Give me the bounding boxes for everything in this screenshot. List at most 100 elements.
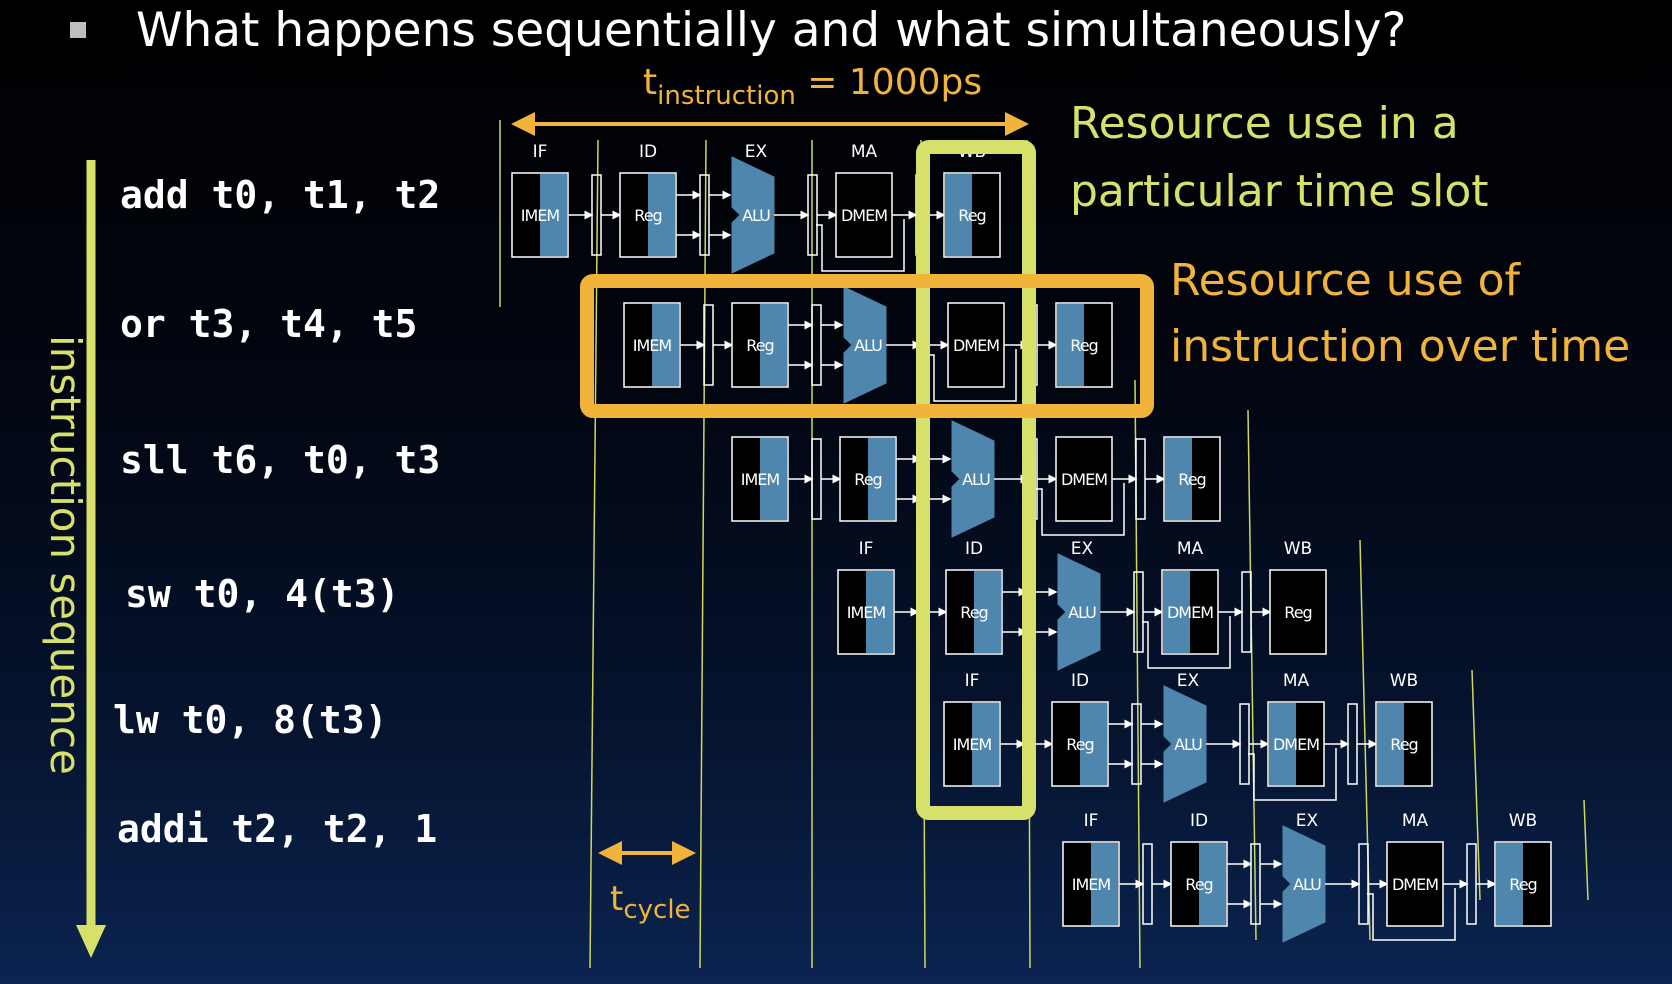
reg-write-box — [1269, 569, 1327, 655]
reg-read-fill — [1199, 843, 1226, 925]
stage-label-wb: WB — [1390, 671, 1418, 691]
alu-shape — [1282, 825, 1326, 943]
imem-label: IMEM — [521, 206, 560, 225]
cycle-grid-line — [1471, 669, 1481, 901]
bypass-wire — [1142, 616, 1231, 669]
stage-label-if: IF — [533, 142, 548, 162]
annotation-time-slot: Resource use in a particular time slot — [1070, 90, 1489, 226]
annotation-time-slot-line1: Resource use in a — [1070, 98, 1459, 149]
alu-shape — [731, 156, 775, 274]
alu-shape — [951, 420, 995, 538]
reg-write-label: Reg — [1390, 735, 1417, 754]
pipeline-register — [811, 304, 822, 386]
t-instruction-symbol: t — [643, 62, 657, 103]
reg-read-label: Reg — [960, 603, 987, 622]
stage-label-wb: WB — [1284, 539, 1312, 559]
annotation-over-time-line1: Resource use of — [1170, 255, 1521, 306]
reg-read-label: Reg — [854, 470, 881, 489]
time-slot-highlight — [916, 140, 1036, 820]
t-cycle-symbol: t — [610, 879, 623, 919]
bypass-wire — [1248, 748, 1337, 801]
dmem-fill — [1269, 703, 1296, 785]
instruction-addi: addi t2, t2, 1 — [117, 807, 438, 851]
imem-label: IMEM — [847, 603, 886, 622]
t-instruction-subscript: instruction — [657, 81, 796, 111]
reg-read-fill — [760, 304, 787, 386]
pipeline-register — [1135, 438, 1146, 520]
dmem-label: DMEM — [1167, 603, 1213, 622]
reg-write-fill — [945, 174, 972, 256]
stage-label-if: IF — [1084, 811, 1099, 831]
stage-label-id: ID — [1190, 811, 1208, 831]
alu-label: ALU — [1174, 735, 1202, 754]
dmem-label: DMEM — [1273, 735, 1319, 754]
stage-label-ma: MA — [1283, 671, 1310, 691]
cycle-grid-line — [1583, 799, 1589, 901]
annotation-time-slot-line2: particular time slot — [1070, 166, 1489, 217]
pipeline-register — [1466, 843, 1477, 925]
imem-label: IMEM — [741, 470, 780, 489]
bypass-wire — [928, 349, 1017, 402]
reg-write-fill — [1496, 843, 1523, 925]
reg-write-fill — [1165, 438, 1192, 520]
stage-label-ma: MA — [1177, 539, 1204, 559]
stage-label-ex: EX — [745, 142, 768, 162]
reg-read-label: Reg — [634, 206, 661, 225]
dmem-fill — [1163, 571, 1190, 653]
pipeline-register — [1131, 703, 1142, 785]
alu-label: ALU — [1293, 875, 1321, 894]
sequence-arrow-head — [76, 925, 106, 958]
alu-shape — [1163, 685, 1207, 803]
t-instruction-label: tinstruction = 1000ps — [643, 62, 982, 111]
reg-read-fill — [1080, 703, 1107, 785]
instruction-sequence-label: instruction sequence — [41, 335, 90, 775]
dmem-label: DMEM — [953, 336, 999, 355]
stage-label-id: ID — [639, 142, 657, 162]
stage-label-ex: EX — [1071, 539, 1094, 559]
title-row: What happens sequentially and what simul… — [70, 0, 1406, 60]
imem-fill — [540, 174, 567, 256]
annotation-over-time: Resource use of instruction over time — [1170, 248, 1630, 380]
alu-shape — [843, 286, 887, 404]
imem-label: IMEM — [1072, 875, 1111, 894]
dmem-label: DMEM — [1392, 875, 1438, 894]
alu-label: ALU — [742, 206, 770, 225]
t-cycle-label: tcycle — [610, 879, 691, 925]
reg-write-label: Reg — [958, 206, 985, 225]
reg-read-label: Reg — [746, 336, 773, 355]
imem-fill — [972, 703, 999, 785]
reg-write-label: Reg — [1070, 336, 1097, 355]
t-cycle-subscript: cycle — [623, 895, 690, 925]
stage-label-ma: MA — [1402, 811, 1429, 831]
instruction-sw: sw t0, 4(t3) — [125, 572, 400, 616]
bypass-wire — [1367, 888, 1456, 941]
instruction-add: add t0, t1, t2 — [120, 173, 441, 217]
reg-read-fill — [974, 571, 1001, 653]
dmem-label: DMEM — [841, 206, 887, 225]
cycle-grid-line — [699, 139, 707, 969]
stage-label-id: ID — [1071, 671, 1089, 691]
reg-read-fill — [648, 174, 675, 256]
reg-write-label: Reg — [1284, 603, 1311, 622]
slide-title: What happens sequentially and what simul… — [136, 2, 1407, 58]
imem-fill — [760, 438, 787, 520]
pipeline-register — [1250, 843, 1261, 925]
imem-label: IMEM — [633, 336, 672, 355]
instruction-sll: sll t6, t0, t3 — [120, 438, 441, 482]
pipeline-register — [1347, 703, 1358, 785]
cycle-grid-line — [589, 139, 599, 969]
stage-label-if: IF — [965, 671, 980, 691]
stage-label-id: ID — [965, 539, 983, 559]
bypass-wire — [816, 219, 905, 272]
pipeline-register — [1142, 843, 1153, 925]
instruction-or: or t3, t4, t5 — [120, 302, 418, 346]
dmem-label: DMEM — [1061, 470, 1107, 489]
alu-label: ALU — [1068, 603, 1096, 622]
